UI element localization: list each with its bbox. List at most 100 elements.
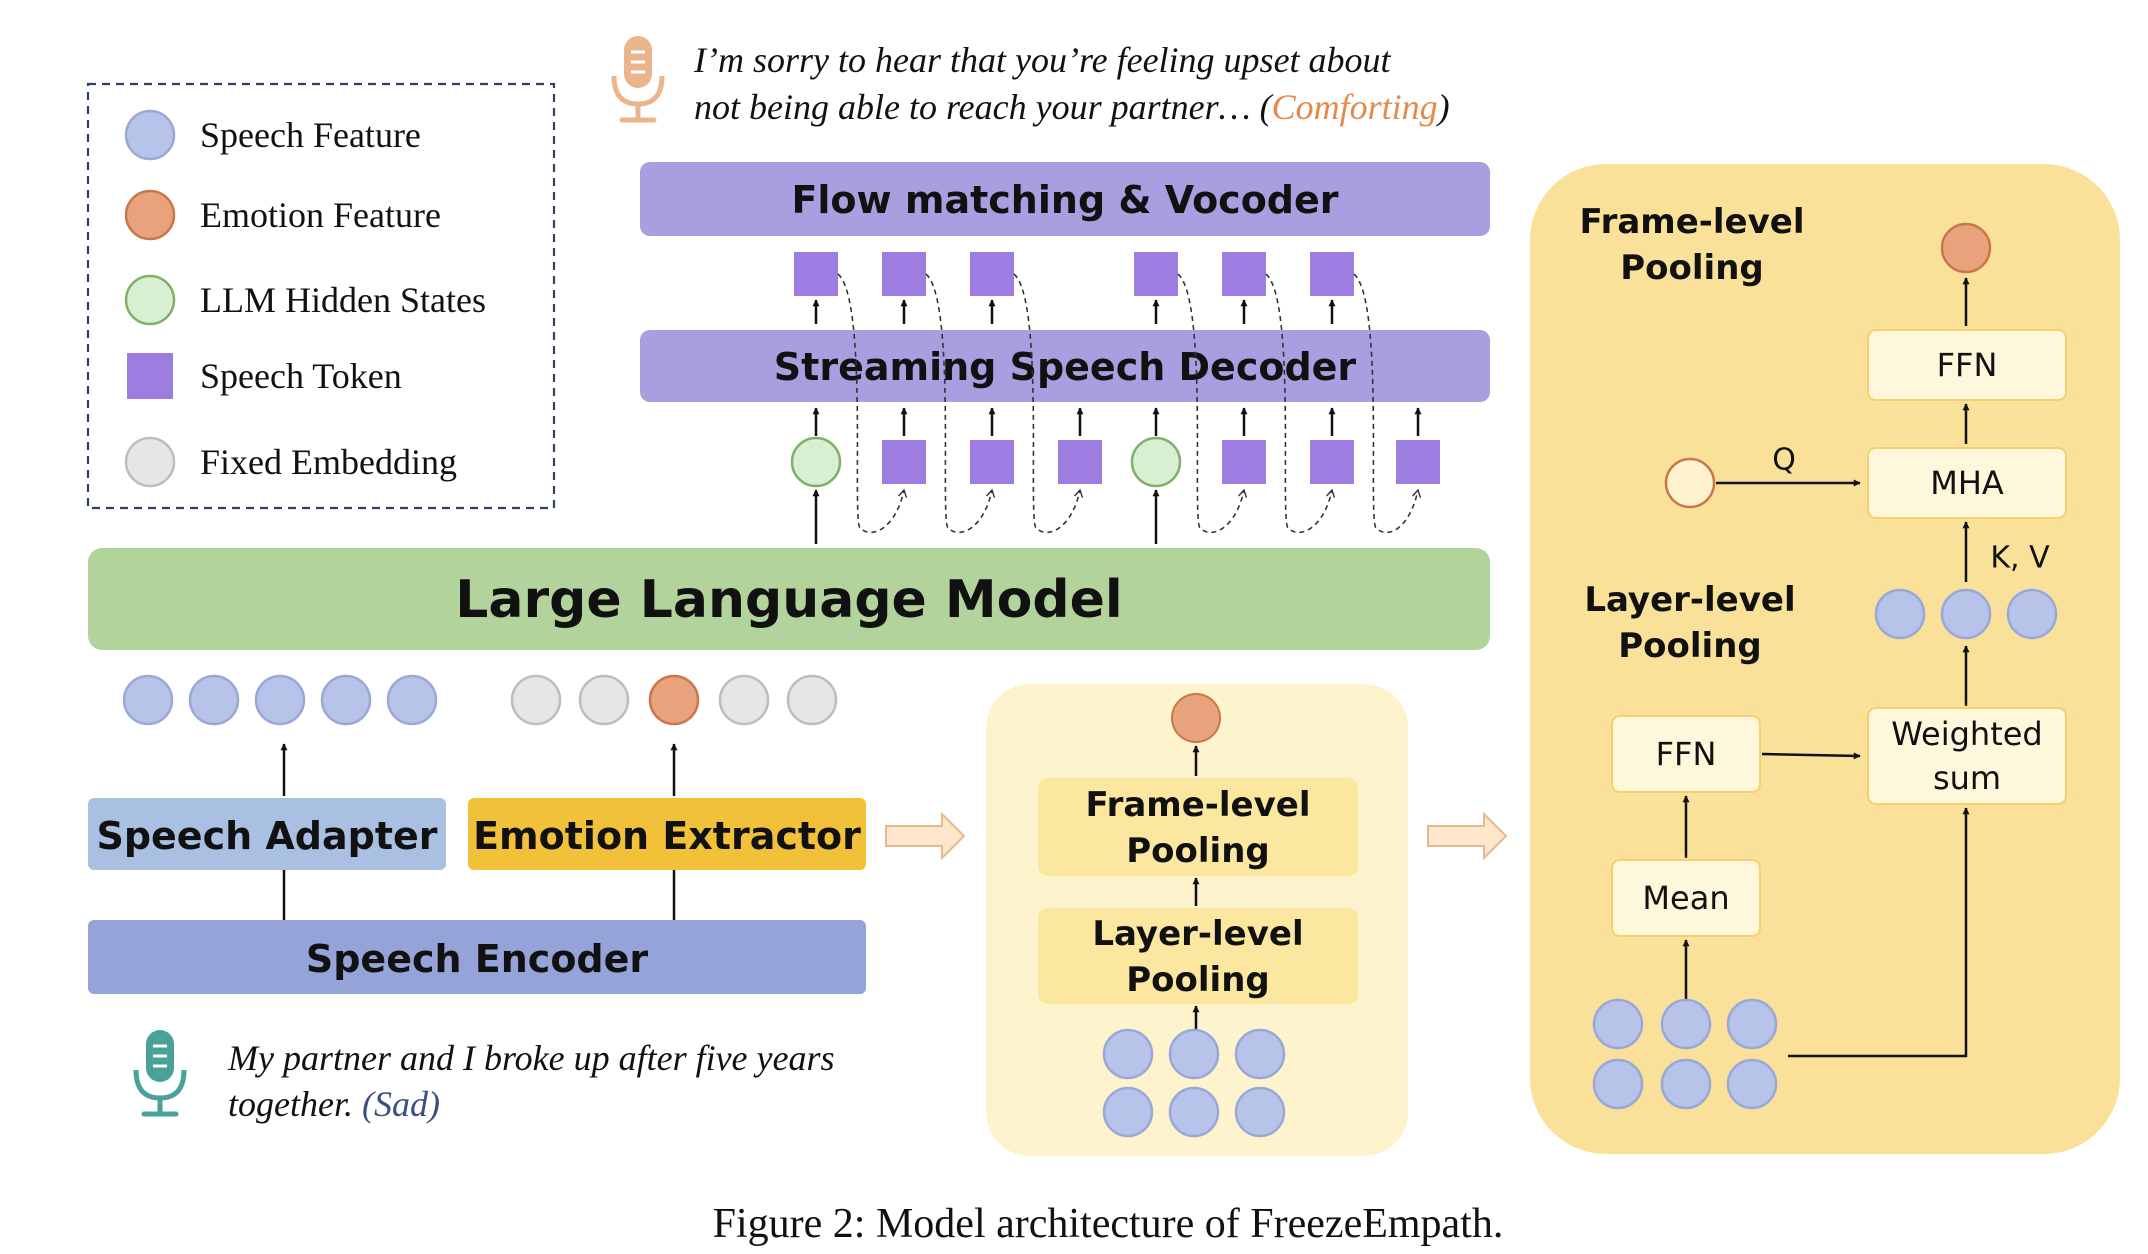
speech-encoder-label: Speech Encoder (306, 937, 649, 981)
middle-frame-pooling-block (1038, 778, 1358, 876)
fixed-embedding (578, 674, 630, 726)
legend-swatch-2 (124, 274, 176, 326)
speech-encoder-block (88, 920, 866, 994)
speech-feature (1940, 588, 1992, 640)
ffn-to-weighted-arrow (1761, 752, 1861, 760)
mha-label: MHA (1930, 464, 2004, 502)
speech-feature (1660, 1058, 1712, 1110)
speech-feature (1102, 1028, 1154, 1080)
streaming-speech-decoder-block (640, 330, 1490, 402)
speech-feature (320, 674, 372, 726)
autoregressive-feedback-arrow (925, 273, 996, 534)
emotion-extractor-label: Emotion Extractor (473, 814, 861, 858)
speech-token (882, 440, 926, 484)
ffn-left-label: FFN (1656, 735, 1717, 773)
autoregressive-feedback-arrow (1013, 273, 1084, 534)
speech-token (970, 440, 1014, 484)
speech-token (794, 252, 838, 296)
middle-emotion-feature (1171, 693, 1221, 743)
speech-feature-row (122, 674, 438, 726)
speech-feature (1874, 588, 1926, 640)
pooling-detail-panel: Frame-level Pooling Layer-level Pooling … (1530, 164, 2120, 1154)
speech-feature (1726, 1058, 1778, 1110)
hollow-arrow-right (1427, 811, 1508, 861)
ffn-top-block (1867, 329, 2067, 401)
llm-hidden-state (1130, 436, 1182, 488)
mean-label: Mean (1642, 879, 1729, 917)
autoregressive-feedback-arrow (1265, 273, 1336, 534)
speech-token (1310, 252, 1354, 296)
microphone-icon-input (133, 1030, 187, 1117)
kv-feature-row (1874, 588, 2058, 640)
large-language-model-label: Large Language Model (455, 570, 1122, 630)
query-embedding (1664, 457, 1716, 509)
right-layer-title-2: Pooling (1618, 626, 1762, 666)
flow-matching-vocoder-block (640, 162, 1490, 236)
speech-feature (2006, 588, 2058, 640)
decoder-inputs (790, 273, 1440, 544)
figure-caption: Figure 2: Model architecture of FreezeEm… (713, 1201, 1504, 1247)
weighted-sum-label-1: Weighted (1891, 715, 2042, 753)
mha-block (1867, 447, 2067, 519)
autoregressive-feedback-arrow (837, 273, 908, 534)
speech-adapter-block (88, 798, 446, 870)
speech-feature (1234, 1086, 1286, 1138)
features-to-weighted-arrow (1788, 807, 1970, 1058)
speech-feature (1168, 1028, 1220, 1080)
speech-token (1396, 440, 1440, 484)
emotion-extractor-detail-panel: Frame-level Pooling Layer-level Pooling (986, 684, 1408, 1156)
legend-swatch-4 (124, 436, 176, 488)
right-emotion-feature (1940, 222, 1992, 274)
streaming-speech-decoder-label: Streaming Speech Decoder (774, 345, 1357, 389)
mean-block (1611, 859, 1761, 937)
fixed-embedding (786, 674, 838, 726)
fixed-embedding (510, 674, 562, 726)
middle-speech-feature-grid (1102, 1028, 1286, 1138)
legend-box (86, 82, 556, 510)
middle-layer-pooling-block (1038, 908, 1358, 1004)
fixed-embedding (718, 674, 770, 726)
input-text-line1: My partner and I broke up after five yea… (227, 1038, 835, 1078)
legend-label: Fixed Embedding (200, 442, 457, 482)
speech-feature (122, 674, 174, 726)
legend-label: LLM Hidden States (200, 280, 486, 320)
speech-feature (1102, 1086, 1154, 1138)
ffn-top-label: FFN (1937, 346, 1998, 384)
emotion-label-sad: (Sad) (362, 1084, 440, 1124)
middle-frame-pooling-label-1: Frame-level (1086, 785, 1311, 825)
right-layer-title-1: Layer-level (1584, 580, 1795, 620)
legend-swatch-0 (124, 109, 176, 161)
q-label: Q (1772, 443, 1796, 478)
emotion-embedding-row (510, 674, 838, 726)
legend-label: Speech Feature (200, 115, 421, 155)
speech-token (1222, 440, 1266, 484)
right-speech-feature-grid (1592, 998, 1778, 1110)
speech-feature (1592, 998, 1644, 1050)
speech-feature (1726, 998, 1778, 1050)
autoregressive-feedback-arrow (1353, 273, 1422, 534)
middle-layer-pooling-label-2: Pooling (1126, 960, 1270, 1000)
emotion-extractor-block (468, 798, 866, 870)
speech-feature (1660, 998, 1712, 1050)
legend-label: Speech Token (200, 356, 402, 396)
speech-feature (1168, 1086, 1220, 1138)
kv-label: K, V (1990, 541, 2050, 576)
right-frame-title-1: Frame-level (1580, 202, 1805, 242)
speech-feature (188, 674, 240, 726)
output-speech-tokens (794, 252, 1354, 324)
autoregressive-feedback-arrow (1177, 273, 1248, 534)
ffn-left-block (1611, 715, 1761, 793)
weighted-sum-label-2: sum (1933, 759, 2001, 797)
right-frame-title-2: Pooling (1620, 248, 1764, 288)
output-response: I’m sorry to hear that you’re feeling up… (611, 36, 1450, 127)
emotion-label-comforting: Comforting (1272, 87, 1438, 127)
output-text-line1: I’m sorry to hear that you’re feeling up… (693, 40, 1392, 80)
speech-feature (386, 674, 438, 726)
speech-feature (1234, 1028, 1286, 1080)
middle-layer-pooling-label-1: Layer-level (1092, 914, 1303, 954)
middle-frame-pooling-label-2: Pooling (1126, 831, 1270, 871)
legend-swatch-1 (124, 189, 176, 241)
large-language-model-block (88, 548, 1490, 650)
